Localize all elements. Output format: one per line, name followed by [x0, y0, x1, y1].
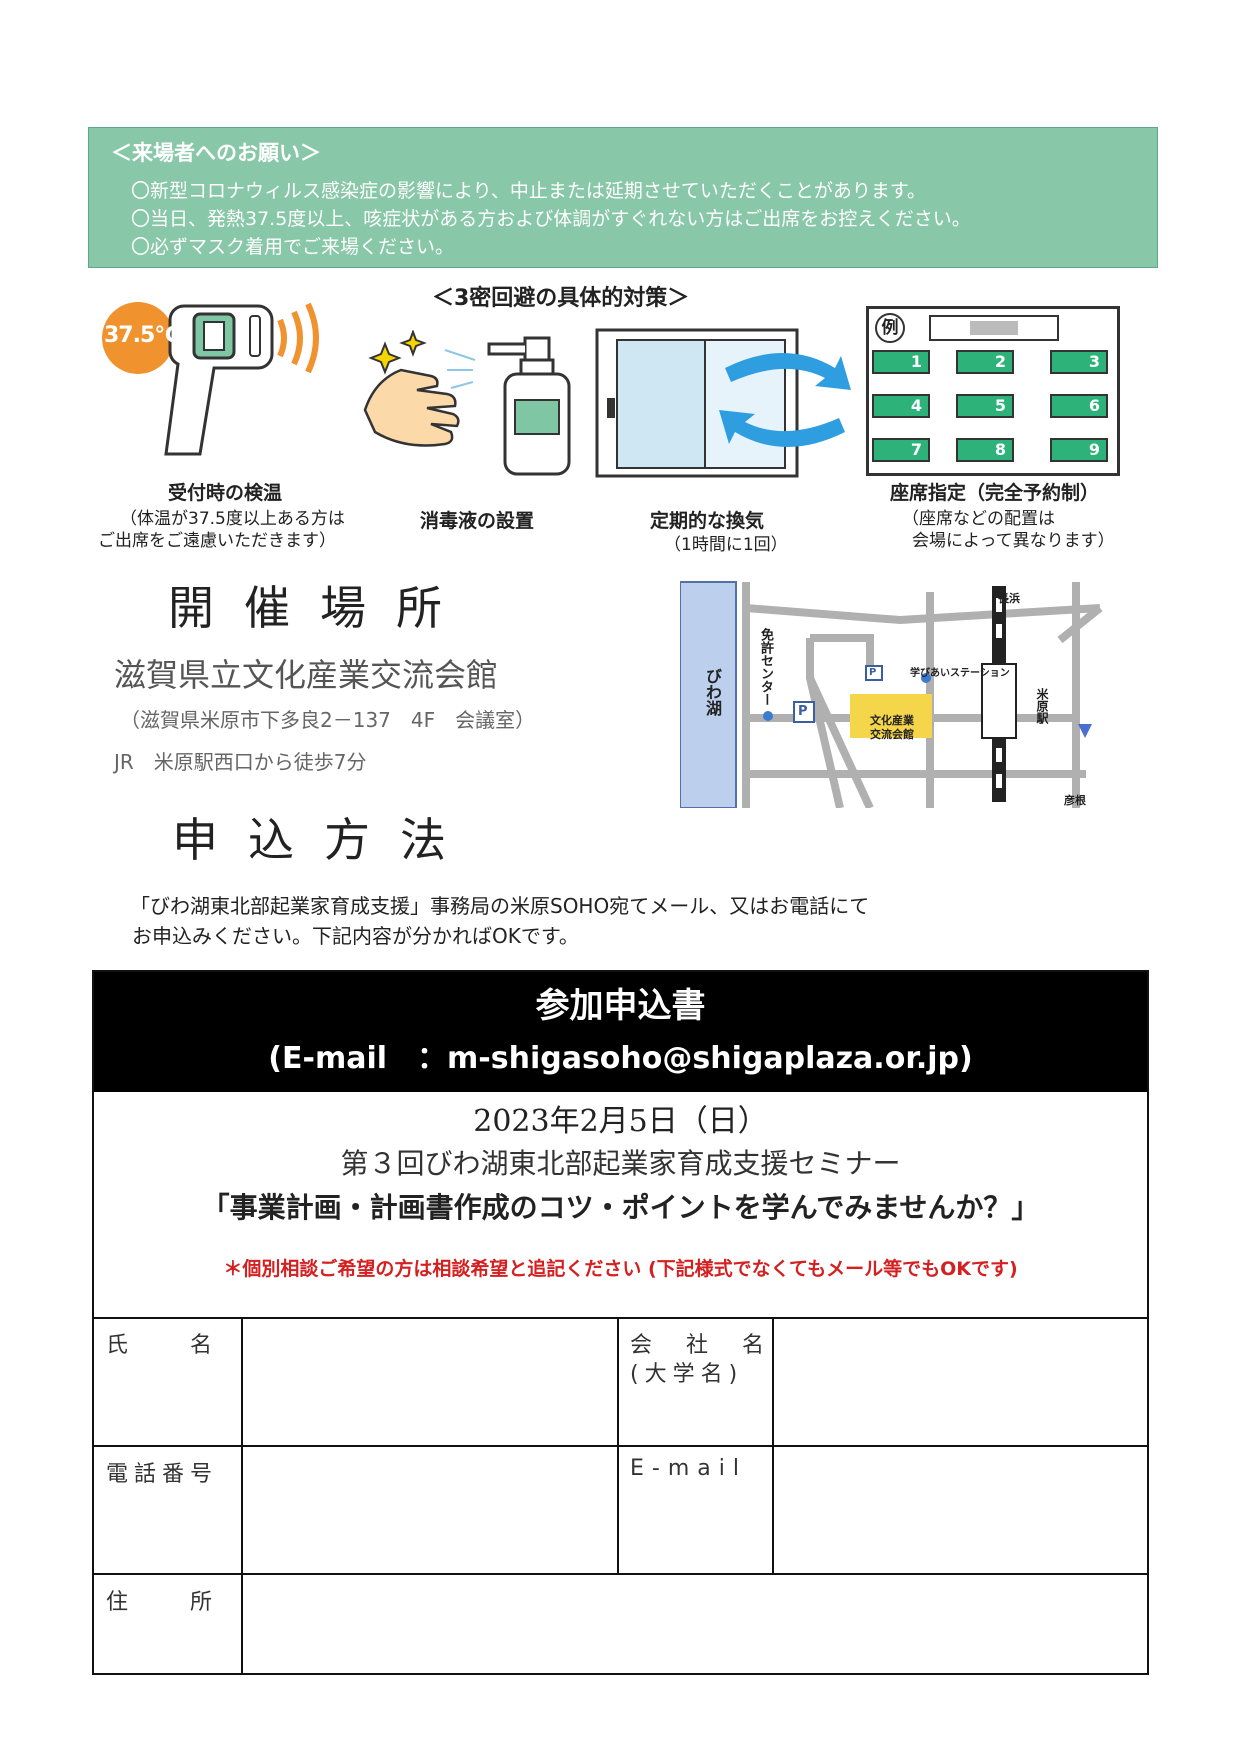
north-direction-label: 長浜 — [998, 592, 1020, 605]
south-direction-label: 彦根 — [1064, 794, 1086, 807]
seat-5: 5 — [956, 394, 1014, 418]
ventilation-caption: 定期的な換気 — [650, 510, 765, 532]
form-title: 参加申込書 — [535, 986, 706, 1026]
apply-text: お申込みください。下記内容が分かればOKです。 — [132, 924, 579, 948]
company-field[interactable] — [775, 1320, 1147, 1444]
seat-7: 7 — [872, 438, 930, 462]
thermometer-note: （体温が37.5度以上ある方は — [120, 509, 345, 529]
parking-label: P — [869, 667, 877, 678]
seat-4: 4 — [872, 394, 930, 418]
route-number: 8 — [1094, 728, 1102, 741]
podium — [929, 315, 1059, 341]
seat-2: 2 — [956, 350, 1014, 374]
table-rule — [772, 1317, 774, 1573]
table-rule — [94, 1573, 1147, 1575]
address-field[interactable] — [244, 1576, 1147, 1674]
seminar-theme: 「事業計画・計画書作成のコツ・ポイントを学んでみませんか？」 — [201, 1191, 1040, 1224]
phone-label: 電話番号 — [106, 1462, 219, 1487]
station-facility-label: 学びあいステーション — [910, 668, 1010, 679]
seminar-title: 第３回びわ湖東北部起業家育成支援セミナー — [340, 1147, 901, 1180]
table-rule — [94, 1317, 1147, 1319]
parking-label: P — [798, 704, 808, 719]
form-header: 参加申込書 (E-mail ：m-shigasoho@shigaplaza.or… — [94, 972, 1147, 1092]
ventilation-illustration — [595, 328, 855, 478]
seat-1: 1 — [872, 350, 930, 374]
seat-6: 6 — [1050, 394, 1108, 418]
seating-note: 会場によって異なります） — [912, 531, 1115, 551]
venue-address: （滋賀県米原市下多良2－137 4F 会議室） — [120, 708, 536, 732]
venue-name: 滋賀県立文化産業交流会館 — [114, 656, 499, 694]
disinfectant-illustration — [355, 329, 595, 480]
thermometer-illustration — [100, 300, 350, 480]
table-rule — [241, 1317, 243, 1675]
disinfectant-caption: 消毒液の設置 — [420, 510, 535, 532]
lake-label: びわ湖 — [703, 668, 722, 716]
measures-heading: ＜3密回避の具体的対策＞ — [432, 286, 690, 311]
example-label: 例 — [875, 313, 905, 343]
notice-line: 〇必ずマスク着用でご来場ください。 — [131, 236, 455, 258]
ventilation-note: （1時間に1回） — [664, 535, 788, 555]
notice-box: ＜来場者へのお願い＞ 〇新型コロナウィルス感染症の影響により、中止または延期させ… — [88, 127, 1158, 268]
name-label: 氏 名 — [106, 1333, 219, 1358]
event-date: 2023年2月5日（日） — [473, 1104, 768, 1139]
seat-3: 3 — [1050, 350, 1108, 374]
apply-heading: 申込方法 — [172, 813, 476, 867]
university-label: (大学名) — [630, 1362, 744, 1387]
thermometer-icon — [102, 302, 319, 456]
address-label: 住 所 — [106, 1590, 219, 1615]
access-map — [679, 578, 1110, 810]
station-label: 米原駅 — [1035, 688, 1049, 724]
form-email[interactable]: (E-mail ：m-shigasoho@shigaplaza.or.jp) — [268, 1041, 973, 1076]
apply-text: 「びわ湖東北部起業家育成支援」事務局の米原SOHO宛てメール、又はお電話にて — [130, 894, 870, 918]
email-label: E-mail — [630, 1456, 747, 1481]
thermometer-note: ご出席をご遠慮いただきます） — [98, 531, 336, 551]
venue-heading: 開催場所 — [168, 581, 472, 635]
notice-line: 〇当日、発熱37.5度以上、咳症状がある方および体調がすぐれない方はご出席をお控… — [131, 208, 971, 230]
notice-line: 〇新型コロナウィルス感染症の影響により、中止または延期させていただくことがありま… — [131, 180, 926, 202]
email-field[interactable] — [775, 1448, 1147, 1572]
hand-sanitizer-icon — [363, 329, 571, 476]
company-label: 会 社 名 — [630, 1333, 771, 1358]
registration-form: 参加申込書 (E-mail ：m-shigasoho@shigaplaza.or… — [92, 970, 1149, 1675]
seat-9: 9 — [1050, 438, 1108, 462]
phone-field[interactable] — [244, 1448, 616, 1572]
consultation-note: ＊個別相談ご希望の方は相談希望と追記ください (下記様式でなくてもメール等でもO… — [223, 1258, 1018, 1280]
map-graphic — [679, 581, 1103, 810]
notice-title: ＜来場者へのお願い＞ — [111, 141, 321, 165]
license-center-label: 免許センター — [758, 628, 773, 706]
table-rule — [94, 1445, 1147, 1447]
table-rule — [617, 1317, 619, 1573]
seating-note: （座席などの配置は — [902, 509, 1055, 529]
venue-map-label: 交流会館 — [870, 728, 914, 741]
seat-8: 8 — [956, 438, 1014, 462]
name-field[interactable] — [244, 1320, 616, 1444]
venue-access: JR 米原駅西口から徒歩7分 — [114, 750, 367, 774]
window-icon — [595, 328, 851, 478]
temperature-badge: 37.5℃ — [104, 323, 181, 348]
seating-caption: 座席指定（完全予約制） — [890, 482, 1100, 504]
venue-map-label: 文化産業 — [870, 714, 914, 727]
thermometer-caption: 受付時の検温 — [168, 482, 283, 504]
